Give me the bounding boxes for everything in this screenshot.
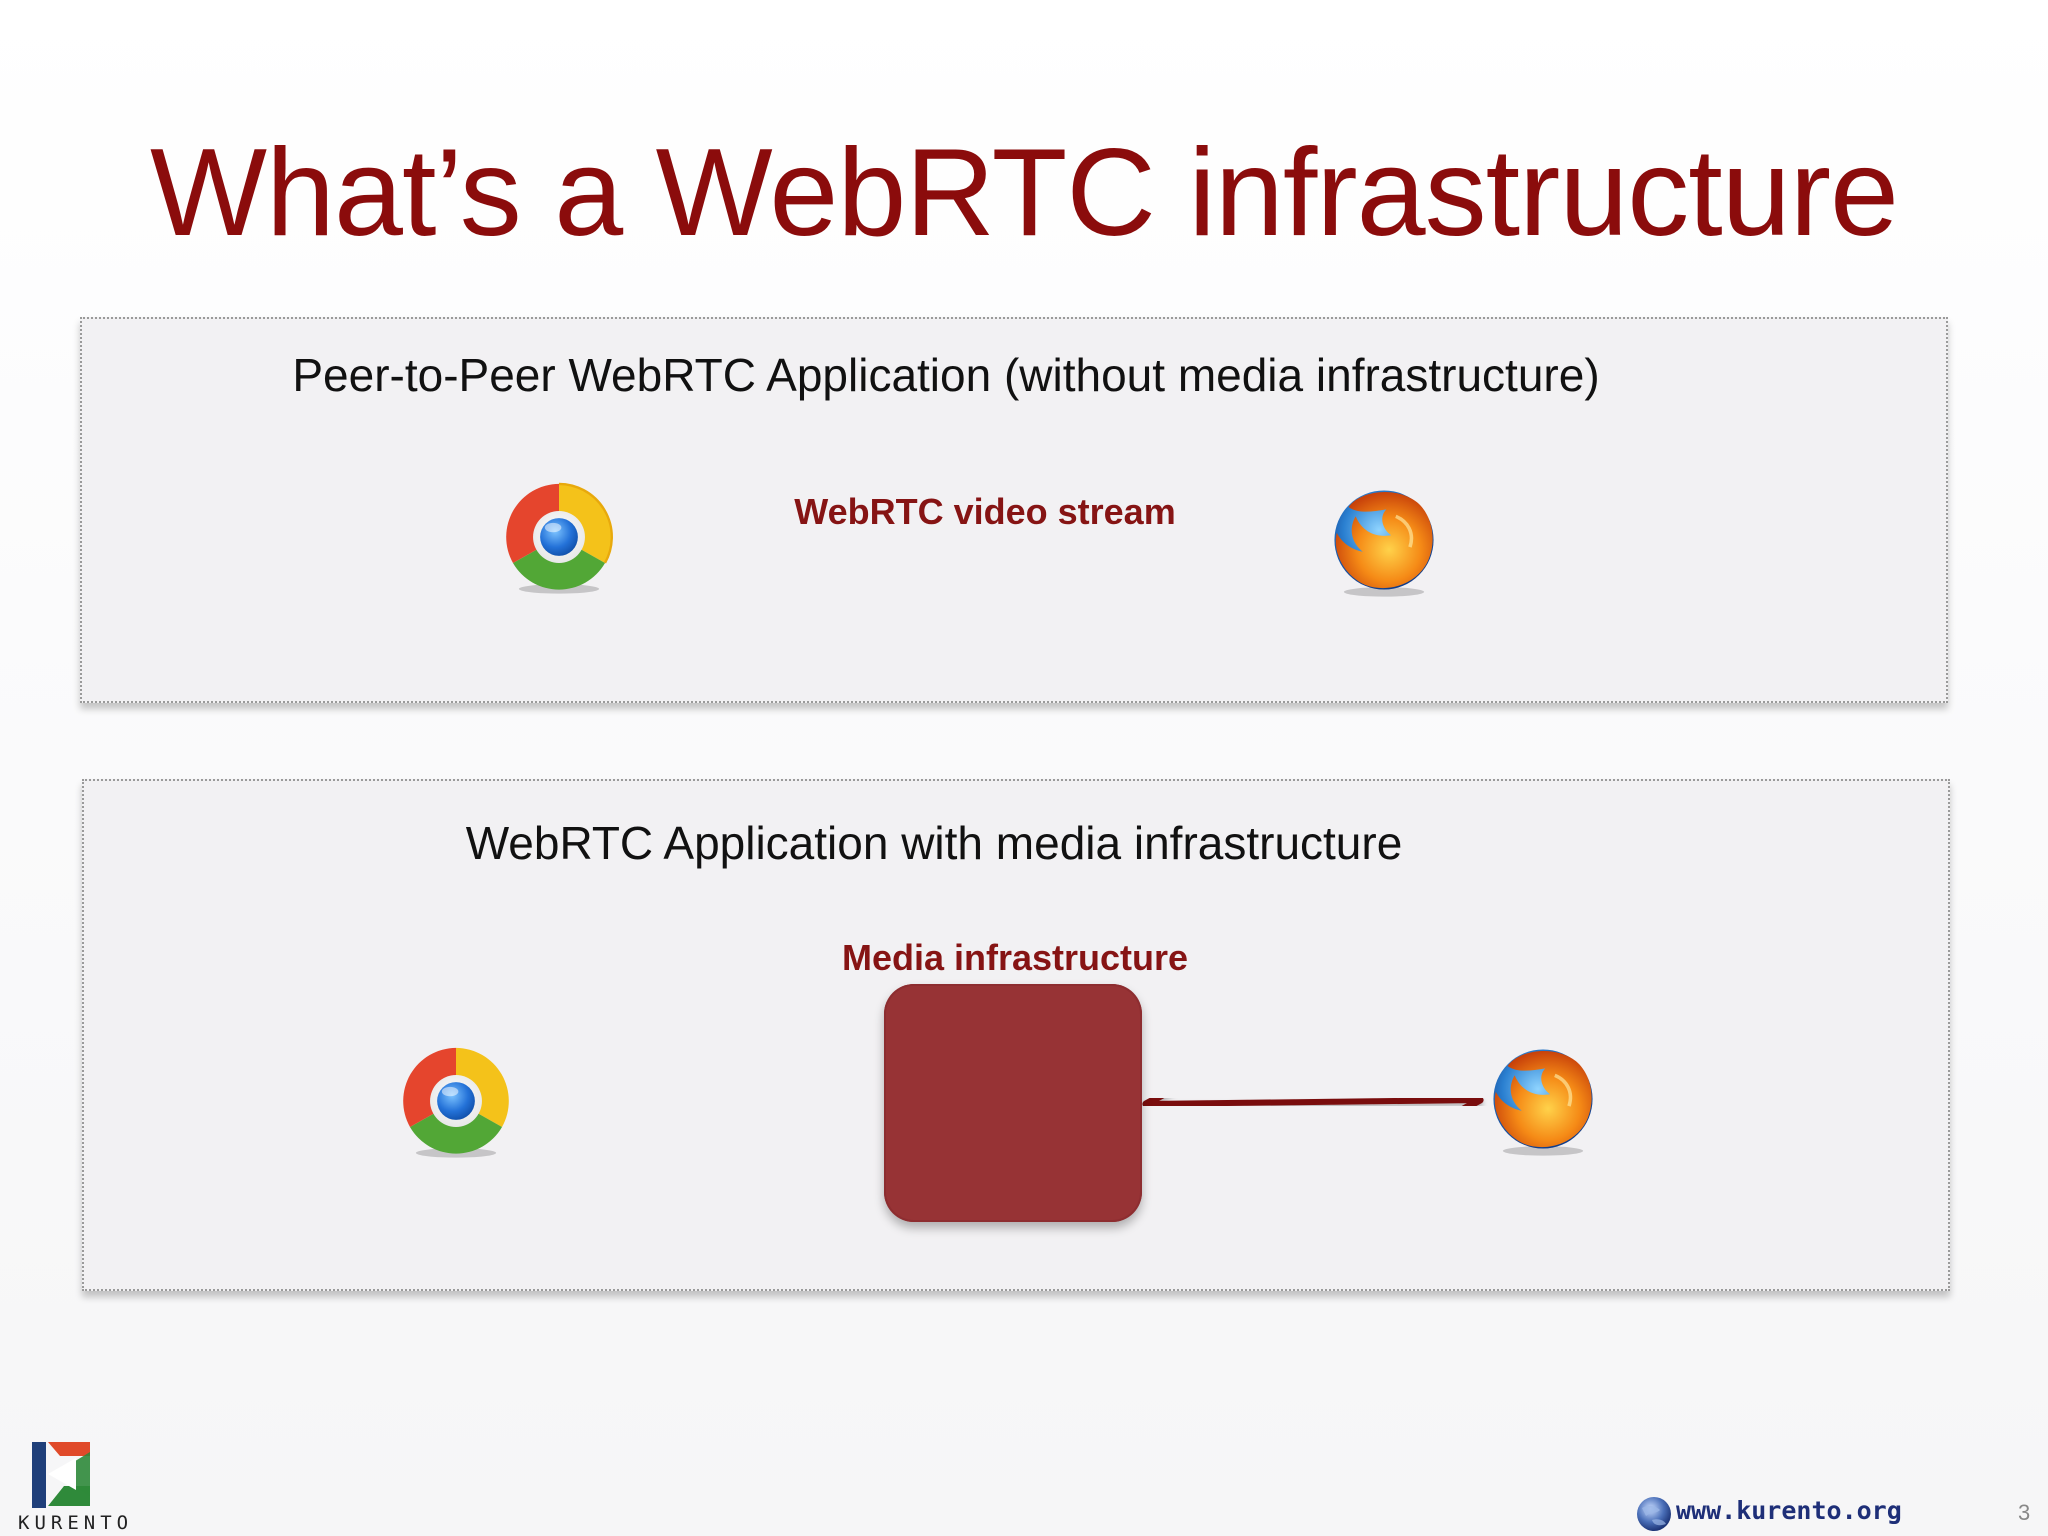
firefox-icon [1334, 490, 1434, 597]
chrome-icon [403, 1047, 509, 1158]
media-infrastructure-label: Media infrastructure [841, 937, 1189, 978]
firefox-icon [1493, 1049, 1593, 1156]
kurento-logo [32, 1442, 90, 1508]
footer-url-link[interactable]: www.kurento.org [1676, 1496, 1902, 1525]
media-infrastructure-box [884, 984, 1142, 1222]
globe-icon [1637, 1497, 1671, 1531]
p2p-stream-label: WebRTC video stream [794, 491, 1176, 532]
p2p-panel: Peer-to-Peer WebRTC Application (without… [80, 317, 1948, 703]
slide-title: What’s a WebRTC infrastructure [150, 124, 1899, 262]
page-number: 3 [2018, 1500, 2031, 1525]
chrome-icon [506, 482, 613, 594]
p2p-panel-heading: Peer-to-Peer WebRTC Application (without… [292, 349, 1600, 401]
kurento-logo-text: KURENTO [18, 1512, 134, 1534]
infra-panel-heading: WebRTC Application with media infrastruc… [465, 817, 1403, 869]
infra-to-right-arrow [1142, 1080, 1484, 1124]
